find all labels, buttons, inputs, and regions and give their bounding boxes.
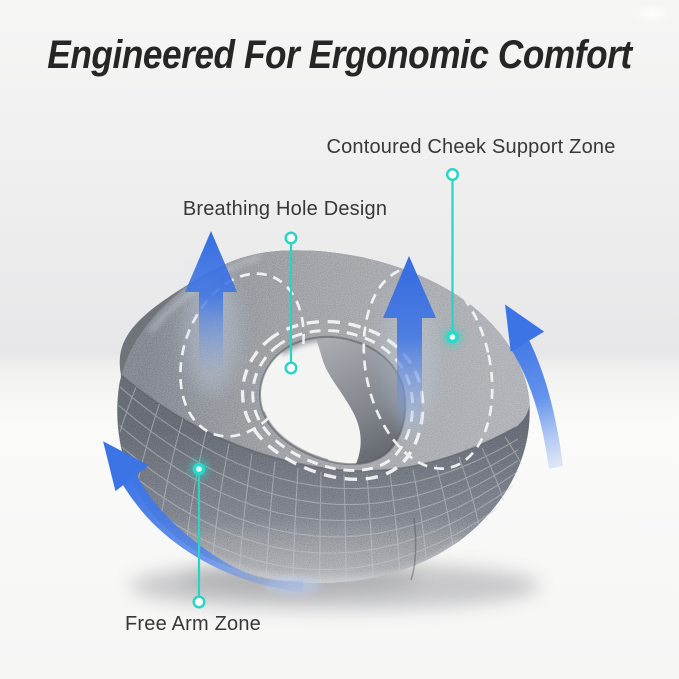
hole-ring-outer [240, 319, 425, 481]
airflow-arrow-left-icon [185, 231, 237, 370]
callout-dot-arm [188, 458, 210, 480]
airflow-arrow-right-icon [383, 256, 436, 433]
grid-texture [118, 384, 524, 583]
callout-free-arm [188, 458, 210, 609]
swoosh-arrow-right-icon [505, 304, 563, 469]
callout-breathing-hole [284, 231, 298, 375]
airflow-arrows [183, 231, 436, 433]
callout-ring-hole-bottom [284, 361, 298, 375]
breathing-hole-label: Breathing Hole Design [182, 198, 388, 220]
cheek-support-label: Contoured Cheek Support Zone [326, 136, 616, 158]
swoosh-arrows [103, 304, 563, 595]
front-center-seam [410, 517, 417, 581]
seat-cushion [117, 250, 530, 583]
callout-ring-cheek [446, 167, 460, 181]
callout-markers [188, 167, 464, 609]
swoosh-arrow-left-icon [103, 441, 320, 595]
callout-ring-hole-top [284, 231, 298, 245]
page-title: Engineered For Ergonomic Comfort [47, 33, 632, 77]
callout-ring-arm [192, 595, 206, 609]
callout-dot-cheek [441, 326, 464, 348]
free-arm-label: Free Arm Zone [125, 613, 261, 635]
hole-ring-inner [251, 329, 415, 472]
callout-cheek-support [441, 167, 464, 348]
